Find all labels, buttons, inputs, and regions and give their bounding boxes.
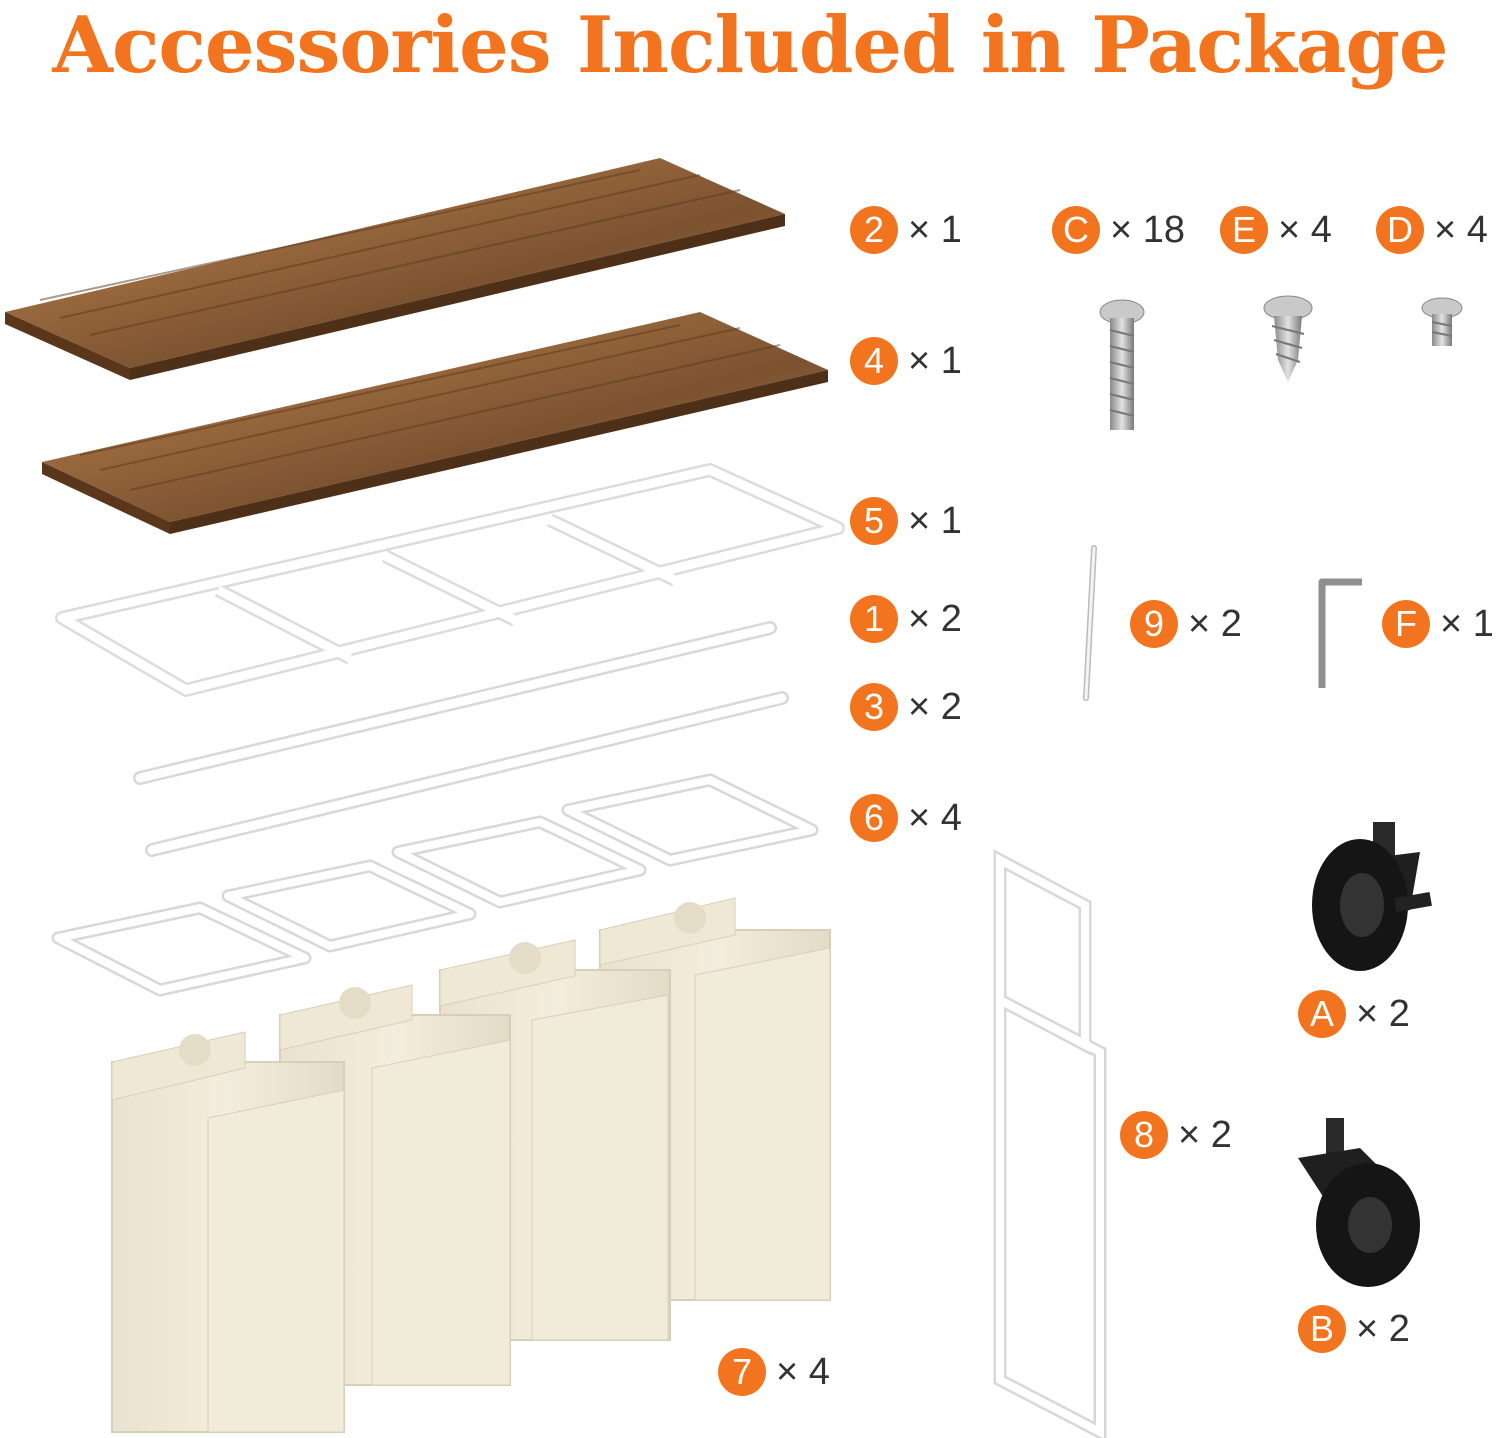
wood-shelf-top bbox=[5, 158, 785, 380]
part-quantity: × 2 bbox=[908, 597, 962, 640]
part-label-e: E × 4 bbox=[1220, 206, 1332, 254]
part-label-3: 3 × 2 bbox=[850, 683, 962, 731]
part-label-c: C × 18 bbox=[1052, 206, 1185, 254]
white-bars bbox=[133, 621, 789, 857]
part-quantity: × 4 bbox=[908, 796, 962, 839]
part-id-badge: C bbox=[1052, 206, 1100, 254]
part-quantity: × 2 bbox=[1356, 1307, 1410, 1350]
part-quantity: × 4 bbox=[776, 1350, 830, 1393]
part-label-a: A × 2 bbox=[1298, 990, 1410, 1038]
part-quantity: × 2 bbox=[1188, 602, 1242, 645]
part-id-badge: D bbox=[1376, 206, 1424, 254]
part-quantity: × 4 bbox=[1434, 208, 1488, 251]
part-id-badge: 6 bbox=[850, 794, 898, 842]
screw-c bbox=[1099, 299, 1145, 430]
screw-d bbox=[1421, 297, 1463, 346]
part-quantity: × 1 bbox=[908, 339, 962, 382]
part-label-5: 5 × 1 bbox=[850, 497, 962, 545]
part-label-f: F × 1 bbox=[1382, 600, 1494, 648]
rod bbox=[1083, 545, 1097, 701]
part-id-badge: E bbox=[1220, 206, 1268, 254]
laundry-bags bbox=[111, 897, 831, 1433]
part-label-b: B × 2 bbox=[1298, 1305, 1410, 1353]
part-id-badge: 4 bbox=[850, 337, 898, 385]
part-id-badge: 1 bbox=[850, 595, 898, 643]
part-label-4: 4 × 1 bbox=[850, 337, 962, 385]
part-quantity: × 18 bbox=[1110, 208, 1186, 251]
part-label-6: 6 × 4 bbox=[850, 794, 962, 842]
part-quantity: × 1 bbox=[908, 208, 962, 251]
part-quantity: × 2 bbox=[1356, 992, 1410, 1035]
part-quantity: × 1 bbox=[1440, 602, 1494, 645]
screw-e bbox=[1263, 295, 1313, 382]
part-label-8: 8 × 2 bbox=[1120, 1111, 1232, 1159]
part-id-badge: B bbox=[1298, 1305, 1346, 1353]
part-label-1: 1 × 2 bbox=[850, 595, 962, 643]
part-id-badge: 2 bbox=[850, 206, 898, 254]
part-quantity: × 2 bbox=[908, 685, 962, 728]
caster-wheel bbox=[1298, 1118, 1420, 1287]
part-id-badge: F bbox=[1382, 600, 1430, 648]
wood-shelf-bottom bbox=[42, 312, 828, 534]
allen-key bbox=[1318, 578, 1362, 688]
caster-wheel-brake bbox=[1312, 822, 1432, 971]
part-quantity: × 2 bbox=[1178, 1113, 1232, 1156]
part-quantity: × 4 bbox=[1278, 208, 1332, 251]
part-id-badge: 9 bbox=[1130, 600, 1178, 648]
part-label-2: 2 × 1 bbox=[850, 206, 962, 254]
page-title: Accessories Included in Package bbox=[52, 0, 1448, 91]
part-id-badge: 8 bbox=[1120, 1111, 1168, 1159]
part-label-7: 7 × 4 bbox=[718, 1348, 830, 1396]
part-label-d: D × 4 bbox=[1376, 206, 1488, 254]
part-label-9: 9 × 2 bbox=[1130, 600, 1242, 648]
part-id-badge: 3 bbox=[850, 683, 898, 731]
part-id-badge: 5 bbox=[850, 497, 898, 545]
part-id-badge: A bbox=[1298, 990, 1346, 1038]
part-quantity: × 1 bbox=[908, 499, 962, 542]
part-id-badge: 7 bbox=[718, 1348, 766, 1396]
